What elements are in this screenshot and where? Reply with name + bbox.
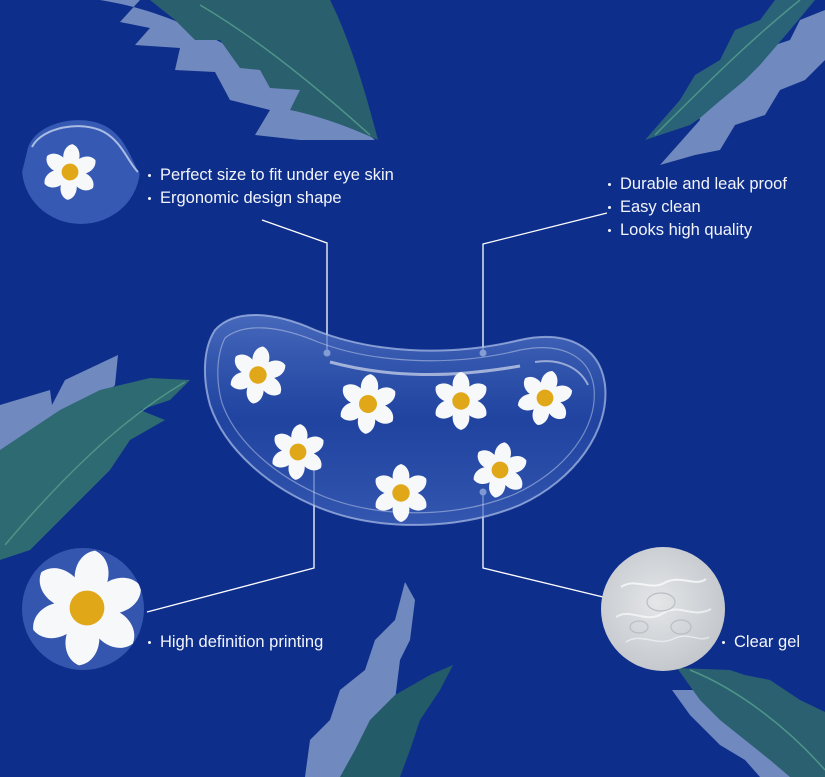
- flower-center: [392, 484, 410, 502]
- daisy-flower: [230, 346, 286, 404]
- flower-center: [61, 163, 79, 181]
- feature-item: High definition printing: [146, 631, 323, 654]
- leaf-bottom-right-teal: [677, 668, 825, 777]
- feature-item: Looks high quality: [606, 219, 787, 242]
- connector-top-left: [261, 219, 328, 352]
- patch-flowers: [230, 346, 573, 522]
- feature-item: Durable and leak proof: [606, 173, 787, 196]
- eye-patch-highlight-2: [534, 360, 589, 386]
- leaf-top-center-teal: [150, 0, 378, 140]
- flower-center: [536, 389, 554, 407]
- flower-icon: [44, 144, 96, 200]
- gel-texture-image: [601, 547, 725, 671]
- leaf-top-center-vein: [199, 4, 371, 136]
- feature-list-bottom-left: High definition printing: [146, 631, 323, 654]
- daisy-flower: [272, 424, 324, 480]
- leaf-top-right: [645, 0, 825, 165]
- leaf-bottom-right: [672, 668, 825, 777]
- leaf-left: [0, 355, 190, 560]
- feature-item: Perfect size to fit under eye skin: [146, 164, 394, 187]
- patch-edge-closeup: [22, 112, 140, 224]
- daisy-flower-closeup: [44, 144, 96, 200]
- eye-patch-inner-rim: [217, 327, 595, 514]
- flower-center: [249, 366, 267, 384]
- leaf-top-right-light: [660, 10, 825, 165]
- feature-item: Clear gel: [720, 631, 800, 654]
- flower-closeup-image: [22, 548, 144, 670]
- leaf-bottom-right-vein: [689, 669, 825, 771]
- leaf-bottom-center-teal: [340, 665, 453, 777]
- leaf-top-center: [100, 0, 378, 140]
- daisy-flower: [517, 370, 573, 426]
- leaf-left-teal: [0, 378, 190, 560]
- daisy-flower: [435, 372, 487, 430]
- daisy-flower: [375, 464, 427, 522]
- flower-center: [69, 590, 105, 626]
- feature-item: Ergonomic design shape: [146, 187, 394, 210]
- patch-edge-closeup-image: [22, 112, 140, 224]
- leaf-bottom-center: [305, 582, 453, 777]
- flower-icon: [33, 550, 141, 666]
- flower-center: [491, 461, 509, 479]
- leaf-left-vein: [4, 381, 186, 546]
- feature-list-top-left: Perfect size to fit under eye skin Ergon…: [146, 164, 394, 210]
- flower-center: [289, 443, 307, 461]
- feature-list-bottom-right: Clear gel: [720, 631, 800, 654]
- daisy-flower: [340, 374, 396, 434]
- flower-closeup: [22, 548, 144, 670]
- feature-list-top-right: Durable and leak proof Easy clean Looks …: [606, 173, 787, 242]
- leaf-top-right-teal: [645, 0, 815, 140]
- connector-top-right: [482, 212, 608, 352]
- leaf-bottom-center-light: [305, 582, 415, 777]
- leaf-top-right-vein: [654, 0, 801, 136]
- daisy-flower: [473, 442, 527, 498]
- flower-center: [452, 392, 470, 410]
- feature-item: Easy clean: [606, 196, 787, 219]
- flower-center: [359, 395, 377, 413]
- daisy-flower-closeup: [33, 550, 141, 666]
- gel-texture-closeup: [601, 547, 725, 671]
- eye-patch-highlight: [329, 360, 521, 377]
